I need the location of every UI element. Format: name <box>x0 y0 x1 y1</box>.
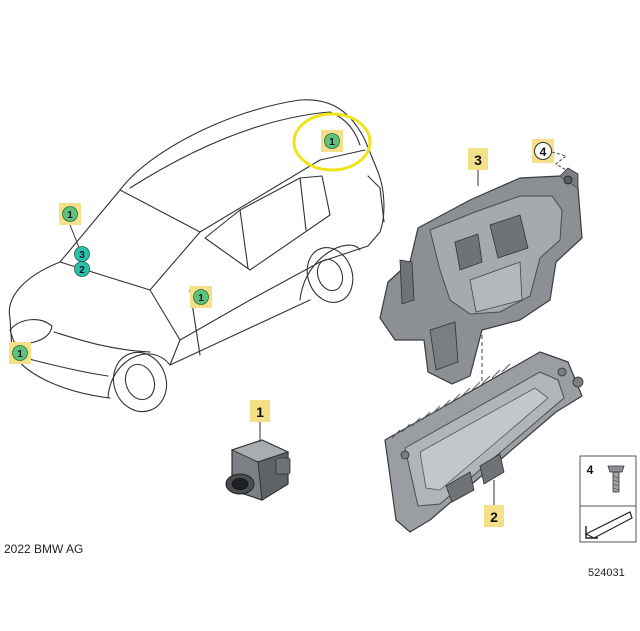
part-number: 1 <box>256 404 264 420</box>
callout-label: 1 <box>329 137 335 148</box>
part-number: 4 <box>540 145 547 159</box>
legend-hardware-box[interactable] <box>579 505 637 543</box>
screw-icon <box>607 465 625 493</box>
arrow-plate-icon <box>584 511 633 539</box>
leader-line <box>551 151 567 171</box>
copyright-text: 2022 BMW AG <box>4 542 84 556</box>
part-label-screw-ref[interactable]: 4 <box>532 139 554 163</box>
camera-part[interactable] <box>225 439 291 501</box>
legend-number: 4 <box>587 463 594 477</box>
part-number: 2 <box>490 509 498 525</box>
callout-car-sensor-3[interactable]: 3 <box>74 246 90 262</box>
callout-label: 2 <box>79 265 85 276</box>
callout-label: 1 <box>198 293 204 304</box>
leader-line <box>69 224 81 251</box>
part-label-bracket[interactable]: 3 <box>468 148 488 170</box>
callout-label: 1 <box>17 349 23 360</box>
part-label-camera[interactable]: 1 <box>250 400 270 422</box>
diagram-number: 524031 <box>588 567 625 579</box>
callout-car-door[interactable]: 1 <box>190 286 212 308</box>
part-label-control-unit[interactable]: 2 <box>484 505 504 527</box>
callout-label: 3 <box>79 250 85 261</box>
part-number: 3 <box>474 152 482 168</box>
callout-label: 1 <box>67 210 73 221</box>
vehicle-outline <box>8 99 385 413</box>
bracket-part[interactable] <box>379 167 583 385</box>
callout-car-windshield[interactable]: 1 <box>59 203 81 225</box>
callout-car-roof[interactable]: 1 <box>321 130 343 152</box>
callout-car-front[interactable]: 1 <box>9 342 31 364</box>
control-unit-part[interactable] <box>384 351 584 533</box>
highlight-ring <box>292 112 372 172</box>
callout-car-sensor-2[interactable]: 2 <box>74 261 90 277</box>
legend-screw-box[interactable]: 4 <box>579 455 637 507</box>
